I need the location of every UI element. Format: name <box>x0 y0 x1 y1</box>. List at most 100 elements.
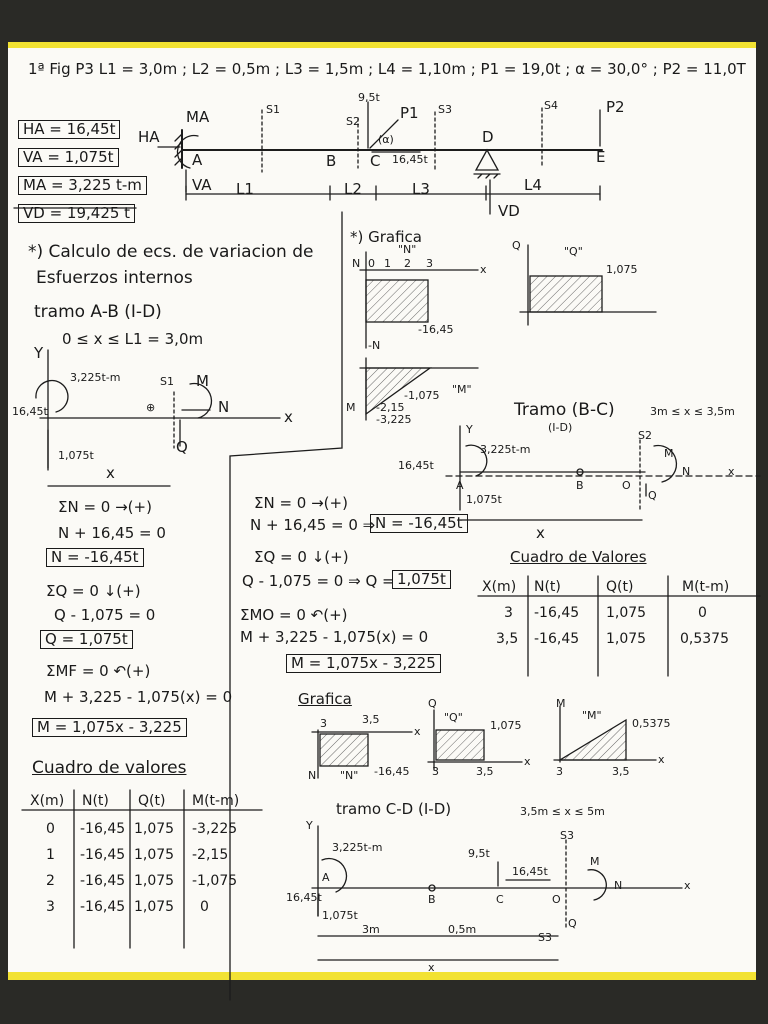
bc-free-body-diagram <box>445 425 761 521</box>
ab-th-x: X(m) <box>30 793 65 809</box>
ab-eq-q-sum: ΣQ = 0 ↓(+) <box>46 582 141 600</box>
ab-graph-m-v1: -1,075 <box>404 389 440 402</box>
tramo-cd-title: tramo C-D (I-D) <box>336 800 452 818</box>
ab-graph-q-axis: Q <box>512 239 521 252</box>
bc-eq-q: Q - 1,075 = 0 ⇒ Q = <box>242 572 395 590</box>
bc-graph-n-title: "N" <box>340 769 359 782</box>
ab-graph-q-value: 1,075 <box>606 263 638 276</box>
bc-r1-n: -16,45 <box>534 631 580 647</box>
cd-x-dim: x <box>428 961 435 974</box>
ab-result-m: M = 1,075x - 3,225 <box>32 718 187 737</box>
label-vd: VD <box>498 202 520 220</box>
label-va: VA <box>192 176 212 194</box>
ab-r1-m: -2,15 <box>192 847 229 863</box>
cd-section-bottom: S3 <box>538 931 552 944</box>
cd-force-h: 16,45t <box>286 891 322 904</box>
ab-force-h: 16,45t <box>12 405 48 418</box>
ab-r2-x: 2 <box>46 873 55 889</box>
label-angle: (α) <box>378 133 394 146</box>
ab-eq-q: Q - 1,075 = 0 <box>54 606 156 624</box>
ab-graph-t0: 0 <box>368 257 375 270</box>
cd-x-axis: x <box>684 879 691 892</box>
bc-result-q: 1,075t <box>392 570 451 589</box>
tramo-bc-sub: (I-D) <box>548 421 573 434</box>
label-p1-horizontal: 16,45t <box>392 153 428 166</box>
ab-th-q: Q(t) <box>138 793 166 809</box>
cd-free-body-diagram <box>311 825 683 961</box>
bc-m: M <box>664 447 674 460</box>
bc-graph-q-value: 1,075 <box>490 719 522 732</box>
bc-th-m: M(t-m) <box>682 579 730 595</box>
bc-th-n: N(t) <box>534 579 561 595</box>
ab-r1-x: 1 <box>46 847 55 863</box>
reaction-vd: VD = 19,425 t <box>18 204 136 223</box>
problem-header: 1ª Fig P3 L1 = 3,0m ; L2 = 0,5m ; L3 = 1… <box>28 60 746 78</box>
ab-graph-n-x: x <box>480 263 487 276</box>
bc-graph-m-t35: 3,5 <box>612 765 630 778</box>
bc-q: Q <box>648 489 657 502</box>
reaction-ha: HA = 16,45t <box>18 120 121 139</box>
cd-moment: 3,225t-m <box>332 841 383 854</box>
ab-x-dim: x <box>106 464 115 482</box>
p1-inclined <box>369 119 399 149</box>
label-l1: L1 <box>236 180 254 198</box>
bc-th-x: X(m) <box>482 579 517 595</box>
ab-result-n: N = -16,45t <box>46 548 144 567</box>
ab-graph-m-title: "M" <box>452 383 472 396</box>
ab-moment: 3,225t-m <box>70 371 121 384</box>
bc-graph-m-x: x <box>658 753 665 766</box>
ab-graph-t2: 2 <box>404 257 411 270</box>
bc-x-axis: x <box>728 465 735 478</box>
bc-result-m: M = 1,075x - 3,225 <box>286 654 441 673</box>
reaction-ma: MA = 3,225 t-m <box>18 176 147 195</box>
bc-point-o: O <box>622 479 631 492</box>
ab-graph-n-value: -16,45 <box>418 323 454 336</box>
ab-r0-x: 0 <box>46 821 55 837</box>
bc-r0-m: 0 <box>698 605 707 621</box>
ab-graph-n-neg: -N <box>368 339 381 352</box>
ab-free-body-diagram <box>35 349 281 487</box>
wall-hatch <box>174 133 183 166</box>
point-e: E <box>596 148 606 166</box>
ab-section: S1 <box>160 375 174 388</box>
cd-m: M <box>590 855 600 868</box>
cd-dim-3m: 3m <box>362 923 380 936</box>
label-p1: P1 <box>400 104 419 122</box>
bc-graph-q-t3: 3 <box>432 765 439 778</box>
ab-eq-n: N + 16,45 = 0 <box>58 524 166 542</box>
section-title-2: Esfuerzos internos <box>36 268 193 288</box>
divider-center <box>229 211 343 1001</box>
bc-graph-m-t3: 3 <box>556 765 563 778</box>
point-c: C <box>370 152 381 170</box>
ab-th-n: N(t) <box>82 793 109 809</box>
point-d: D <box>482 128 494 146</box>
ab-graph-t1: 1 <box>384 257 391 270</box>
section-s4-top: S4 <box>544 99 558 112</box>
bc-graph-n-x: x <box>414 725 421 738</box>
ab-table-title: Cuadro de valores <box>32 758 187 778</box>
bc-table-title: Cuadro de Valores <box>510 548 647 566</box>
ab-graph-m-v3: -3,225 <box>376 413 412 426</box>
cd-force-v: 1,075t <box>322 909 358 922</box>
tramo-ab-range: 0 ≤ x ≤ L1 = 3,0m <box>62 330 204 348</box>
cd-point-o: O <box>552 893 561 906</box>
bc-graph-q-title: "Q" <box>444 711 463 724</box>
bc-y-axis: Y <box>466 423 473 436</box>
ab-r1-n: -16,45 <box>80 847 126 863</box>
ab-result-q: Q = 1,075t <box>40 630 133 649</box>
ab-graph-q-title: "Q" <box>564 245 583 258</box>
label-l3: L3 <box>412 180 430 198</box>
bc-r0-x: 3 <box>504 605 513 621</box>
label-ha: HA <box>138 128 160 146</box>
ab-r2-n: -16,45 <box>80 873 126 889</box>
ab-m: M <box>196 372 209 390</box>
ab-r3-q: 1,075 <box>134 899 175 915</box>
ab-graph-m-axis: M <box>346 401 356 414</box>
ab-r3-n: -16,45 <box>80 899 126 915</box>
ab-n: N <box>218 398 230 416</box>
ab-graph-m-v2: -2,15 <box>376 401 405 414</box>
ab-r3-x: 3 <box>46 899 55 915</box>
bc-r1-x: 3,5 <box>496 631 519 647</box>
bc-th-q: Q(t) <box>606 579 634 595</box>
